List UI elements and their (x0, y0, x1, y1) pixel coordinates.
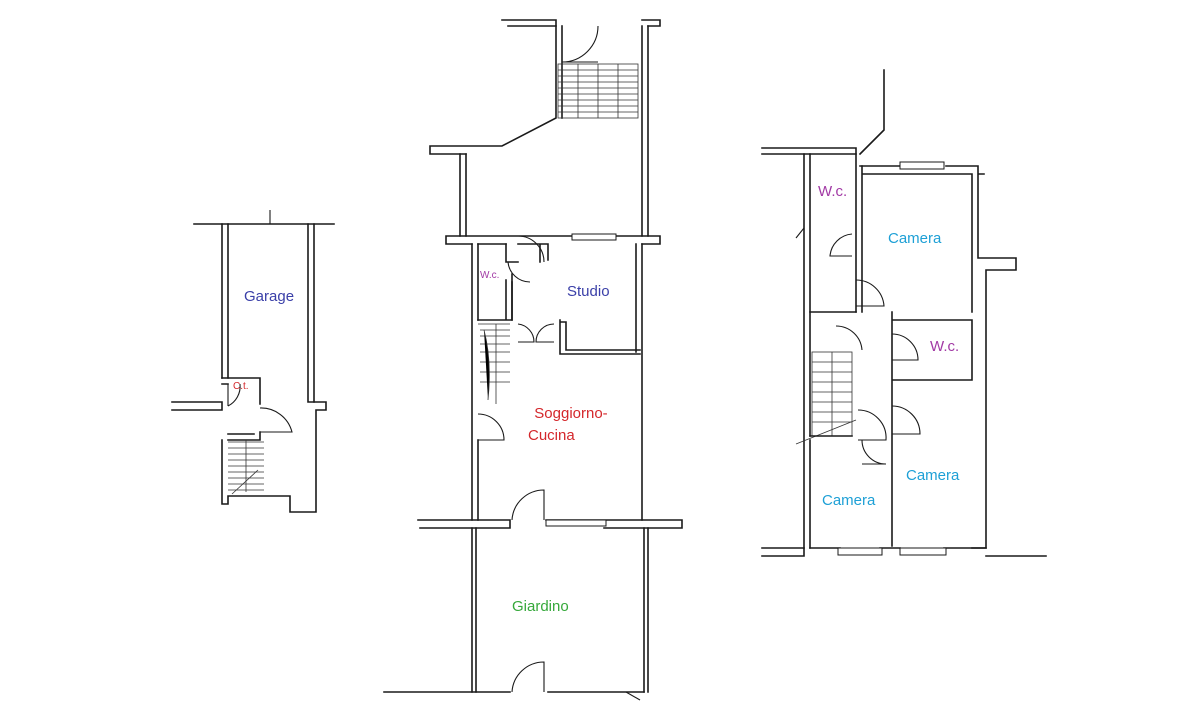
room-label-giardino: Giardino (512, 598, 569, 615)
garage-level-plan (171, 210, 335, 513)
room-label-soggiorno-line1: Soggiorno- (534, 405, 608, 422)
room-label-wc-upper-mid: W.c. (930, 338, 960, 355)
room-label-wc-ground: W.c. (480, 270, 500, 281)
room-label-wc-upper-left: W.c. (818, 183, 848, 200)
room-label-camera-upper-right: Camera (888, 230, 942, 247)
room-label-camera-lower-left: Camera (822, 492, 876, 509)
room-label-ct: C.t. (233, 381, 249, 392)
room-label-studio: Studio (567, 283, 610, 300)
room-label-soggiorno-cucina: Soggiorno- Cucina (526, 403, 616, 447)
room-label-soggiorno-line2: Cucina (528, 427, 575, 444)
ground-floor-plan (383, 19, 683, 701)
room-label-garage: Garage (244, 288, 295, 305)
upper-floor-plan (761, 69, 1047, 557)
room-label-camera-lower-right: Camera (906, 467, 960, 484)
